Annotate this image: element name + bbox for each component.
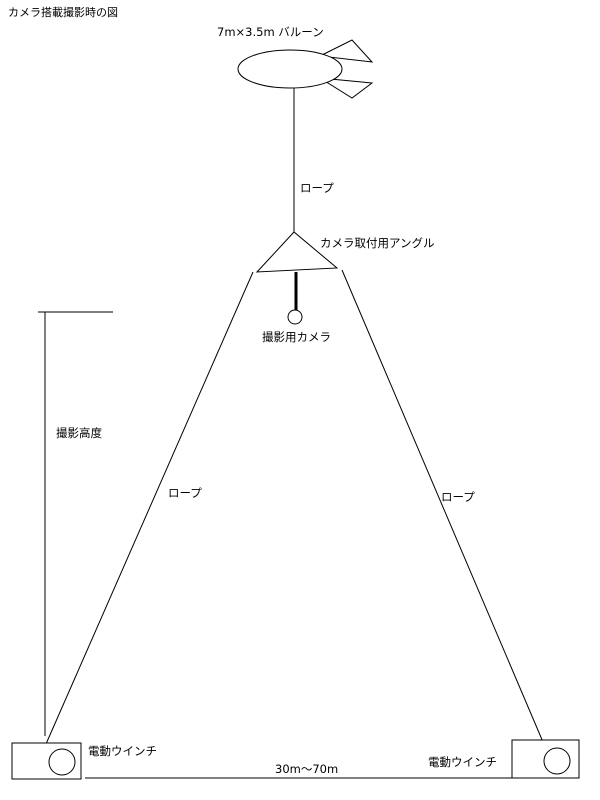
camera-angle-label: カメラ取付用アングル [320,236,435,250]
distance-label: 30m〜70m [275,762,339,776]
camera-body [287,309,303,325]
rope-left-label: ロープ [168,486,202,500]
diagram-title: カメラ搭載撮影時の図 [8,6,118,19]
rope-right-label: ロープ [441,490,475,504]
left-winch-drum [48,748,76,776]
winch-left-label: 電動ウインチ [88,744,157,758]
balloon-body [237,49,343,89]
winch-right-label: 電動ウインチ [428,755,497,769]
balloon-fin-upper [318,39,374,63]
right-anchor-rope [341,269,544,743]
height-label: 撮影高度 [56,426,102,440]
camera-label: 撮影用カメラ [262,330,331,344]
right-winch-drum [543,747,571,775]
balloon-label: 7m×3.5m バルーン [217,25,324,39]
balloon-fin-lower [319,77,374,99]
left-anchor-rope [45,271,254,745]
rope-top-label: ロープ [300,181,334,195]
camera-mount-angle [255,231,339,273]
